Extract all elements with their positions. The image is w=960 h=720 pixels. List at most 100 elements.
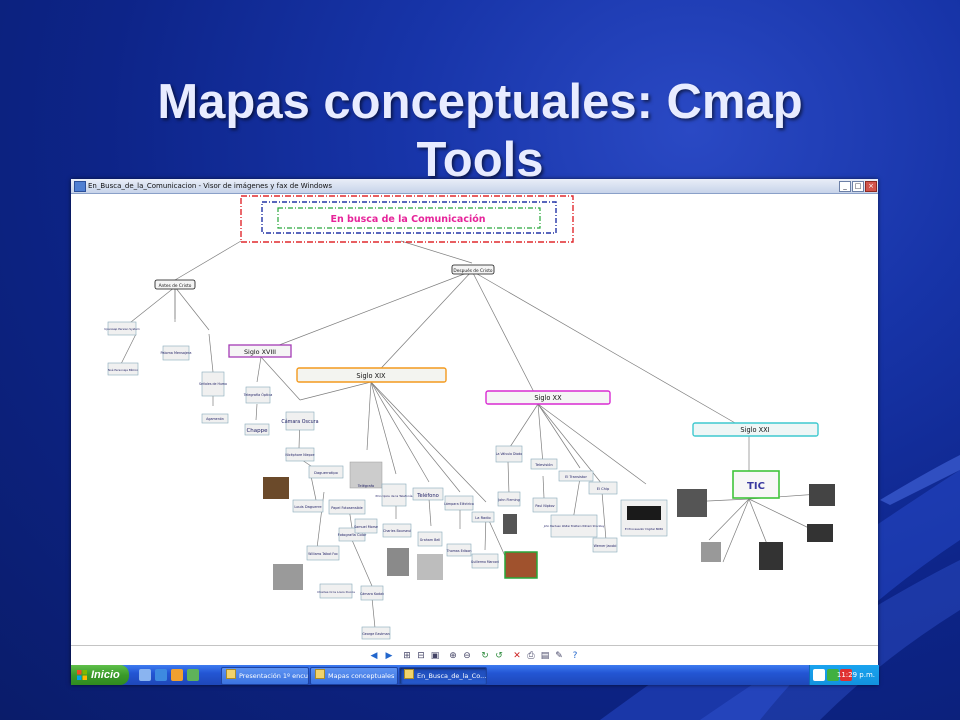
tray-icon-3[interactable] xyxy=(840,669,852,681)
node-siglo-xviii-label: Siglo XVIII xyxy=(244,348,276,356)
node-louis-label: Louis Daguerre xyxy=(294,505,322,509)
rotate-clockwise-icon[interactable]: ↻ xyxy=(481,651,489,661)
previous-image-icon[interactable]: ◀ xyxy=(370,651,378,661)
actual-size-icon[interactable]: ⊟ xyxy=(417,651,425,661)
title-frame-blue xyxy=(261,201,557,234)
tray-icon-2[interactable] xyxy=(827,669,839,681)
node-upanisap-label: Upanisap Persian System xyxy=(104,327,140,331)
node-werner-label: Werner Jacobi xyxy=(594,544,617,548)
taskbar-item-en-busca-label: En_Busca_de_la_Co... xyxy=(417,672,487,680)
node-camara-oscura-label: Cámara Oscura xyxy=(281,418,318,425)
portrait-photo-2 xyxy=(387,548,409,576)
window-titlebar[interactable]: En_Busca_de_la_Comunicacion - Visor de i… xyxy=(71,179,878,194)
node-el-chip-label: El Chip xyxy=(597,487,610,491)
taskbar-item-mapas[interactable]: Mapas conceptuales xyxy=(310,667,398,685)
internet-explorer-icon[interactable] xyxy=(155,669,167,681)
slide-title-line-2: Tools xyxy=(416,132,544,187)
node-despues-label: Después de Cristo xyxy=(453,267,493,274)
node-telegrafia-optica-label: Telegrafía Óptica xyxy=(243,392,273,397)
delete-icon[interactable]: ✕ xyxy=(513,651,521,661)
node-john-fleming xyxy=(497,491,521,507)
node-la-radio-label: La Radio xyxy=(475,516,490,520)
help-icon[interactable]: ? xyxy=(572,651,578,661)
node-telefono-label: Teléfono xyxy=(416,492,439,499)
node-chappe xyxy=(244,423,270,436)
node-werner xyxy=(592,537,618,553)
close-button[interactable]: × xyxy=(865,181,877,192)
maximize-button[interactable]: □ xyxy=(852,181,864,192)
edit-icon[interactable]: ✎ xyxy=(555,651,563,661)
show-desktop-icon[interactable] xyxy=(139,669,151,681)
minimize-button[interactable]: _ xyxy=(839,181,851,192)
print-icon[interactable]: ⎙ xyxy=(527,651,535,661)
node-papel-label: Papel Fotosensible xyxy=(331,506,362,510)
node-telefono xyxy=(412,487,444,501)
start-label: Inicio xyxy=(91,669,120,681)
taskbar-item-mapas-label: Mapas conceptuales xyxy=(328,672,395,680)
node-senales-label: Señales de Humo xyxy=(199,382,227,386)
node-graham-label: Graham Bell xyxy=(420,538,441,542)
zoom-out-icon[interactable]: ⊖ xyxy=(463,651,471,661)
node-fotografia-color-label: Fotografía Color xyxy=(338,533,367,537)
node-williams xyxy=(306,545,340,561)
windows-logo-icon xyxy=(77,670,87,680)
tray-icon-1[interactable] xyxy=(813,669,825,681)
node-la-radio xyxy=(471,511,495,523)
image-viewer-task-icon xyxy=(404,669,414,679)
slideshow-icon[interactable]: ▣ xyxy=(430,651,440,661)
chip-image xyxy=(627,506,661,520)
best-fit-icon[interactable]: ⊞ xyxy=(403,651,411,661)
portrait-photo-3 xyxy=(417,554,443,580)
node-bardeen xyxy=(550,514,598,538)
node-samuel xyxy=(354,518,378,534)
node-bardeen-label: John Bardeen Walter Brattain William Sho… xyxy=(543,524,605,528)
start-button[interactable]: Inicio xyxy=(71,665,129,685)
image-viewer-window[interactable]: En_Busca_de_la_Comunicacion - Visor de i… xyxy=(71,179,879,685)
taskbar-item-en-busca[interactable]: En_Busca_de_la_Co... xyxy=(399,667,487,685)
window-title: En_Busca_de_la_Comunicacion - Visor de i… xyxy=(88,182,333,190)
rotate-counterclockwise-icon[interactable]: ↺ xyxy=(495,651,503,661)
node-el-chip xyxy=(588,481,618,495)
tic-photo-5 xyxy=(807,524,833,542)
taskbar: Inicio ES Presentación 1º encu... Mapas … xyxy=(71,665,879,685)
node-george-label: George Eastman xyxy=(362,632,390,636)
node-graham xyxy=(417,531,443,547)
scroll-area xyxy=(837,194,878,644)
node-television-label: Televisión xyxy=(534,463,552,467)
node-daguerrotipo-label: Daguerrotipo xyxy=(314,471,338,475)
node-principios xyxy=(381,483,407,507)
node-upanisap xyxy=(107,321,137,336)
save-icon[interactable]: ▤ xyxy=(540,651,550,661)
node-siglo-xx xyxy=(485,390,611,405)
node-siglo-xx-label: Siglo XX xyxy=(534,394,562,402)
node-siglo-xix xyxy=(296,367,447,383)
node-paloma xyxy=(162,345,190,361)
node-louis xyxy=(292,499,324,513)
node-transistor-label: El Transistor xyxy=(565,475,587,479)
slide-title: Mapas conceptuales: Cmap Tools xyxy=(0,73,960,189)
node-samuel-label: Samuel Morse xyxy=(354,525,378,529)
next-image-icon[interactable]: ▶ xyxy=(385,651,393,661)
node-valvula xyxy=(495,445,523,463)
node-telegrafia-optica xyxy=(245,386,271,404)
viewer-toolbar: ◀ ▶ ⊞ ⊟ ▣ ⊕ ⊖ ↻ ↺ ✕ ⎙ ▤ ✎ ? xyxy=(71,645,878,666)
fleming-photo xyxy=(503,514,517,534)
node-charles-cros-label: Charles Cros Louis Ducos xyxy=(317,590,355,594)
node-agamenon-label: Agamenón xyxy=(206,417,224,421)
tic-photo-4 xyxy=(809,484,835,506)
media-player-icon[interactable] xyxy=(171,669,183,681)
node-charles-cros xyxy=(319,583,353,599)
node-williams-label: Williams Talbot Fox xyxy=(308,552,338,556)
node-despues-de-cristo xyxy=(451,264,495,275)
concept-map-main-title: En busca de la Comunicación xyxy=(330,214,485,225)
node-telegrafo-label: Telégrafo xyxy=(357,484,374,488)
node-thomas xyxy=(446,543,472,557)
concept-map-image: En busca de la Comunicación Después de C… xyxy=(71,194,836,644)
powerpoint-icon xyxy=(226,669,236,679)
taskbar-clock: 11:29 p.m. xyxy=(836,671,875,679)
node-paul-label: Paul Nipkov xyxy=(535,504,554,508)
messenger-icon[interactable] xyxy=(187,669,199,681)
taskbar-item-presentacion[interactable]: Presentación 1º encu... xyxy=(221,667,309,685)
node-television xyxy=(530,458,558,470)
zoom-in-icon[interactable]: ⊕ xyxy=(449,651,457,661)
